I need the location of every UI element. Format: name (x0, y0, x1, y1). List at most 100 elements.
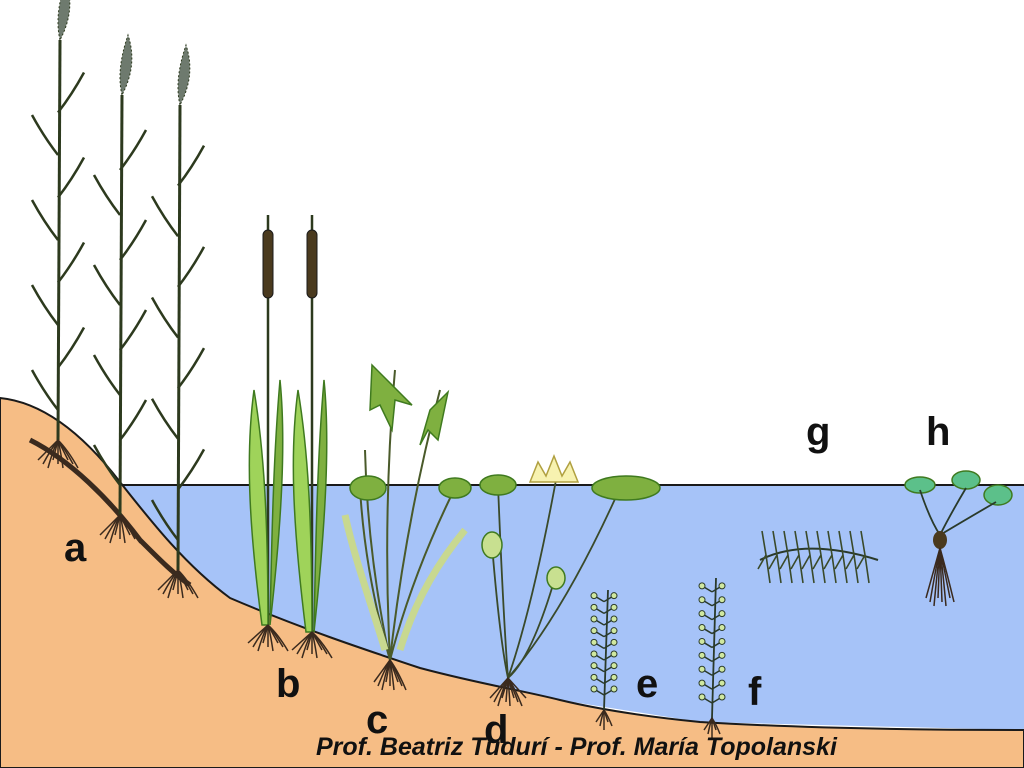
submerged-leaf-tip (718, 693, 726, 701)
submerged-leaf-tip (590, 673, 598, 681)
lily-petiole (507, 479, 557, 679)
reed-stem (56, 39, 62, 441)
submerged-leaf-tip (718, 610, 726, 618)
submerged-leaf-tip (698, 665, 706, 673)
reed-leaf (30, 114, 59, 156)
zone-label-f: f (748, 670, 762, 714)
free-plant-leaf (790, 530, 804, 584)
submerged-leaf-tip (718, 624, 726, 632)
reed-leaf (92, 174, 121, 216)
reed-leaf (30, 284, 59, 326)
zone-label-g: g (806, 410, 831, 454)
reed-leaf (119, 219, 148, 261)
root-strand (267, 624, 289, 652)
submerged-leaf-tip (698, 596, 706, 604)
reed-leaf (150, 398, 179, 440)
submerged-leaf-tip (610, 615, 618, 623)
arrowhead-ribbon-leaf (341, 514, 389, 652)
submerged-leaf-tip (590, 650, 598, 658)
submerged-leaf-tip (718, 665, 726, 673)
reed-leaf (150, 296, 179, 339)
floating-plant (904, 470, 1013, 607)
free-plant-leaf (834, 530, 848, 584)
submerged-leaf-tip (698, 637, 706, 645)
root-strand (603, 709, 613, 727)
free-plant-leaf (757, 530, 771, 584)
reed-leaf (177, 347, 206, 389)
lily-pad (479, 474, 517, 496)
reed-leaf (92, 354, 121, 396)
reed-stem (118, 94, 124, 516)
reed-leaf (57, 326, 86, 369)
submerged-leaf-tip (698, 679, 706, 687)
arrowhead-leaf (419, 389, 450, 446)
cattail-leaf (248, 389, 269, 626)
submerged-leaf-tip (590, 638, 598, 646)
reed-leaf (57, 241, 86, 284)
lily-petiole (507, 577, 556, 679)
submerged-plants (590, 577, 726, 738)
zone-label-b: b (276, 662, 301, 706)
submerged-leaf-tip (610, 673, 618, 681)
cattail-leaf (313, 379, 328, 633)
reed-leaf (92, 444, 121, 486)
lily-flower (528, 453, 580, 483)
reed-stem (176, 104, 182, 571)
root-strand (389, 659, 407, 691)
reed-leaf (177, 448, 206, 491)
submerged-leaf-tip (590, 627, 598, 635)
submerged-stem (711, 577, 717, 719)
reed-leaf (150, 499, 179, 541)
floating-crown (933, 531, 947, 549)
zone-label-c: c (366, 698, 389, 742)
reed-leaf (177, 246, 206, 288)
submerged-leaf-tip (610, 638, 618, 646)
free-plant-leaf (801, 530, 815, 584)
reed-leaf (119, 129, 148, 171)
submerged-leaf-tip (698, 610, 706, 618)
lily-submerged-leaf (481, 531, 503, 559)
submerged-leaf-tip (590, 592, 598, 600)
root-strand (939, 547, 955, 603)
lily-submerged-leaf (546, 566, 566, 590)
cattail-leaf (292, 389, 313, 633)
zone-label-e: e (636, 662, 659, 706)
root-strand (507, 677, 527, 699)
submerged-leaf-tip (590, 685, 598, 693)
free-plant-stem (759, 547, 879, 561)
submerged-leaf-tip (590, 615, 598, 623)
submerged-leaf-tip (718, 651, 726, 659)
free-plant-leaf (823, 530, 837, 584)
root-strand (177, 569, 199, 599)
submerged-leaf-tip (610, 650, 618, 658)
submerged-leaf-tip (590, 603, 598, 611)
floating-leaf (951, 470, 981, 490)
reed-leaf (150, 195, 179, 238)
arrowhead-leaf (369, 363, 413, 433)
reed-leaf (119, 309, 148, 351)
arrowhead-petiole (389, 487, 456, 661)
lily-petiole (497, 484, 509, 679)
reed-leaf (92, 264, 121, 306)
free-plant-leaf (812, 530, 826, 584)
submerged-leaf-tip (698, 693, 706, 701)
free-plant-leaf (856, 530, 870, 584)
free-floating-submerged-plant (757, 530, 879, 584)
arrowhead-floating-leaf (438, 477, 472, 499)
submerged-leaf-tip (718, 582, 726, 590)
submerged-leaf-tip (698, 651, 706, 659)
lily-pad (591, 475, 661, 501)
submerged-leaf-tip (610, 685, 618, 693)
root-strand (311, 631, 333, 659)
root-strand (57, 439, 79, 469)
submerged-leaf-tip (610, 627, 618, 635)
lily-petiole (491, 544, 509, 679)
reed-leaf (57, 71, 86, 114)
floating-leaf (983, 484, 1013, 506)
floating-leaf (904, 476, 936, 494)
reed-leaf (30, 369, 59, 411)
free-plant-leaf (768, 530, 782, 584)
reed-leaf (57, 156, 86, 199)
